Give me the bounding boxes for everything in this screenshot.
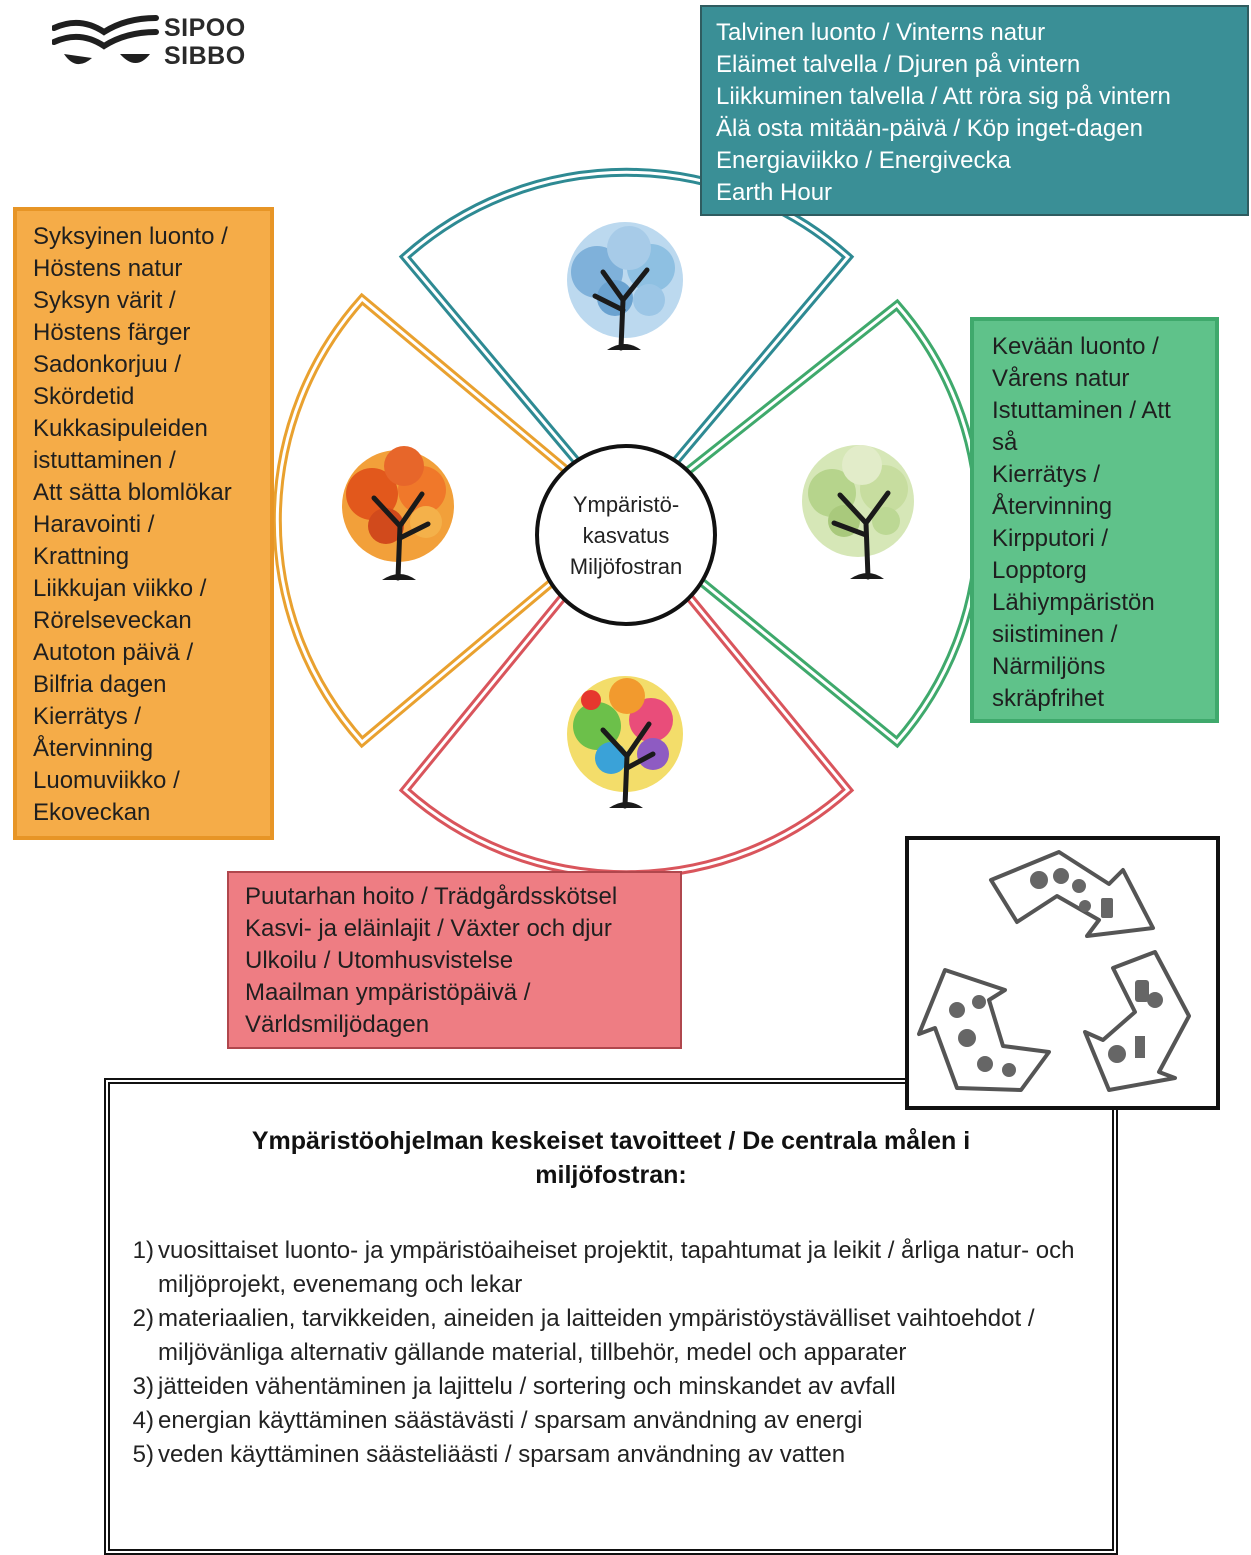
summer-item: Världsmiljödagen: [245, 1011, 430, 1038]
goals-title: Ympäristöohjelman keskeiset tavoitteet /…: [170, 1124, 1052, 1192]
autumn-item: Ekoveckan: [33, 799, 151, 826]
autumn-item: Kukkasipuleiden: [33, 415, 208, 442]
autumn-item: Rörelseveckan: [33, 607, 192, 634]
winter-item: Energiaviikko / Energivecka: [716, 147, 1011, 174]
spring-item: Lopptorg: [992, 557, 1087, 584]
summer-topics-box: Puutarhan hoito / Trädgårdsskötsel Kasvi…: [227, 871, 682, 1049]
recycle-illustration-box: [905, 836, 1220, 1110]
goal-text: jätteiden vähentäminen ja lajittelu / so…: [158, 1373, 896, 1400]
spring-item: Återvinning: [992, 493, 1113, 520]
sipoo-sibbo-logo: SIPOO SIBBO: [51, 14, 252, 74]
spring-item: skräpfrihet: [992, 685, 1105, 712]
spring-item: Kevään luonto /: [992, 333, 1159, 360]
goal-text: veden käyttäminen säästeliäästi / sparsa…: [158, 1441, 846, 1468]
autumn-item: Höstens natur: [33, 255, 183, 282]
spring-tree-icon: [802, 445, 914, 580]
goals-list: 1)vuosittaiset luonto- ja ympäristöaihei…: [120, 1234, 1092, 1472]
summer-item: Puutarhan hoito / Trädgårdsskötsel: [245, 883, 618, 910]
winter-topics-box: Talvinen luonto / Vinterns natur Eläimet…: [700, 5, 1249, 216]
winter-item: Eläimet talvella / Djuren på vintern: [716, 51, 1081, 78]
autumn-item: Sadonkorjuu /: [33, 351, 182, 378]
goals-title-line-2: miljöfostran:: [535, 1161, 687, 1189]
goal-text: materiaalien, tarvikkeiden, aineiden ja …: [158, 1305, 1035, 1366]
recycle-icon: [917, 850, 1191, 1092]
autumn-topics-box: Syksyinen luonto / Höstens natur Syksyn …: [13, 207, 274, 840]
autumn-item: Liikkujan viikko /: [33, 575, 207, 602]
autumn-petal: [272, 292, 634, 749]
winter-item: Talvinen luonto / Vinterns natur: [716, 19, 1046, 46]
logo-waves-icon: [51, 15, 159, 65]
summer-item: Maailman ympäristöpäivä /: [245, 979, 531, 1006]
goal-text: energian käyttäminen säästävästi / spars…: [158, 1407, 863, 1434]
autumn-item: Luomuviikko /: [33, 767, 180, 794]
center-line-1: Ympäristö-: [572, 491, 680, 517]
goal-number: 2): [132, 1305, 154, 1332]
winter-item: Älä osta mitään-päivä / Köp inget-dagen: [716, 115, 1143, 142]
autumn-tree-icon: [342, 446, 454, 581]
snowy-tree-icon: [567, 222, 683, 351]
goal-item: 2)materiaalien, tarvikkeiden, aineiden j…: [120, 1302, 1092, 1370]
center-line-3: Miljöfostran: [569, 553, 683, 579]
goal-text: vuosittaiset luonto- ja ympäristöaiheise…: [158, 1237, 1075, 1298]
spring-item: så: [992, 429, 1018, 456]
autumn-item: Krattning: [33, 543, 130, 570]
goal-item: 1)vuosittaiset luonto- ja ympäristöaihei…: [120, 1234, 1092, 1302]
autumn-item: Återvinning: [33, 735, 154, 762]
logo-line-2: SIBBO: [164, 42, 246, 70]
center-line-2: kasvatus: [582, 522, 670, 548]
center-circle: Ympäristö- kasvatus Miljöfostran: [535, 444, 717, 626]
goal-item: 5)veden käyttäminen säästeliäästi / spar…: [120, 1438, 1092, 1472]
goal-number: 3): [132, 1373, 154, 1400]
winter-item: Liikkuminen talvella / Att röra sig på v…: [716, 83, 1171, 110]
spring-topics-box: Kevään luonto / Vårens natur Istuttamine…: [970, 317, 1219, 723]
goal-number: 5): [132, 1441, 154, 1468]
goals-panel: Ympäristöohjelman keskeiset tavoitteet /…: [104, 1078, 1118, 1555]
spring-item: Istuttaminen / Att: [992, 397, 1171, 424]
autumn-item: Bilfria dagen: [33, 671, 167, 698]
autumn-item: Haravointi /: [33, 511, 155, 538]
goal-number: 4): [132, 1407, 154, 1434]
autumn-item: Skördetid: [33, 383, 135, 410]
spring-item: Kirpputori /: [992, 525, 1109, 552]
spring-item: Vårens natur: [992, 365, 1130, 392]
autumn-item: Autoton päivä /: [33, 639, 194, 666]
autumn-item: Syksyn värit /: [33, 287, 176, 314]
spring-item: siistiminen /: [992, 621, 1118, 648]
autumn-item: Att sätta blomlökar: [33, 479, 232, 506]
autumn-item: Höstens färger: [33, 319, 191, 346]
spring-item: Lähiympäristön: [992, 589, 1155, 616]
summer-tree-icon: [567, 676, 683, 809]
autumn-item: Kierrätys /: [33, 703, 142, 730]
summer-item: Ulkoilu / Utomhusvistelse: [245, 947, 514, 974]
spring-item: Kierrätys /: [992, 461, 1101, 488]
goal-item: 4)energian käyttäminen säästävästi / spa…: [120, 1404, 1092, 1438]
autumn-item: istuttaminen /: [33, 447, 176, 474]
goals-title-line-1: Ympäristöohjelman keskeiset tavoitteet /…: [251, 1127, 971, 1155]
winter-petal: [398, 167, 855, 527]
spring-item: Närmiljöns: [992, 653, 1106, 680]
logo-line-1: SIPOO: [164, 14, 246, 42]
winter-item: Earth Hour: [716, 179, 833, 206]
summer-item: Kasvi- ja eläinlajit / Växter och djur: [245, 915, 612, 942]
goal-item: 3)jätteiden vähentäminen ja lajittelu / …: [120, 1370, 1092, 1404]
goal-number: 1): [132, 1237, 154, 1264]
autumn-item: Syksyinen luonto /: [33, 223, 228, 250]
